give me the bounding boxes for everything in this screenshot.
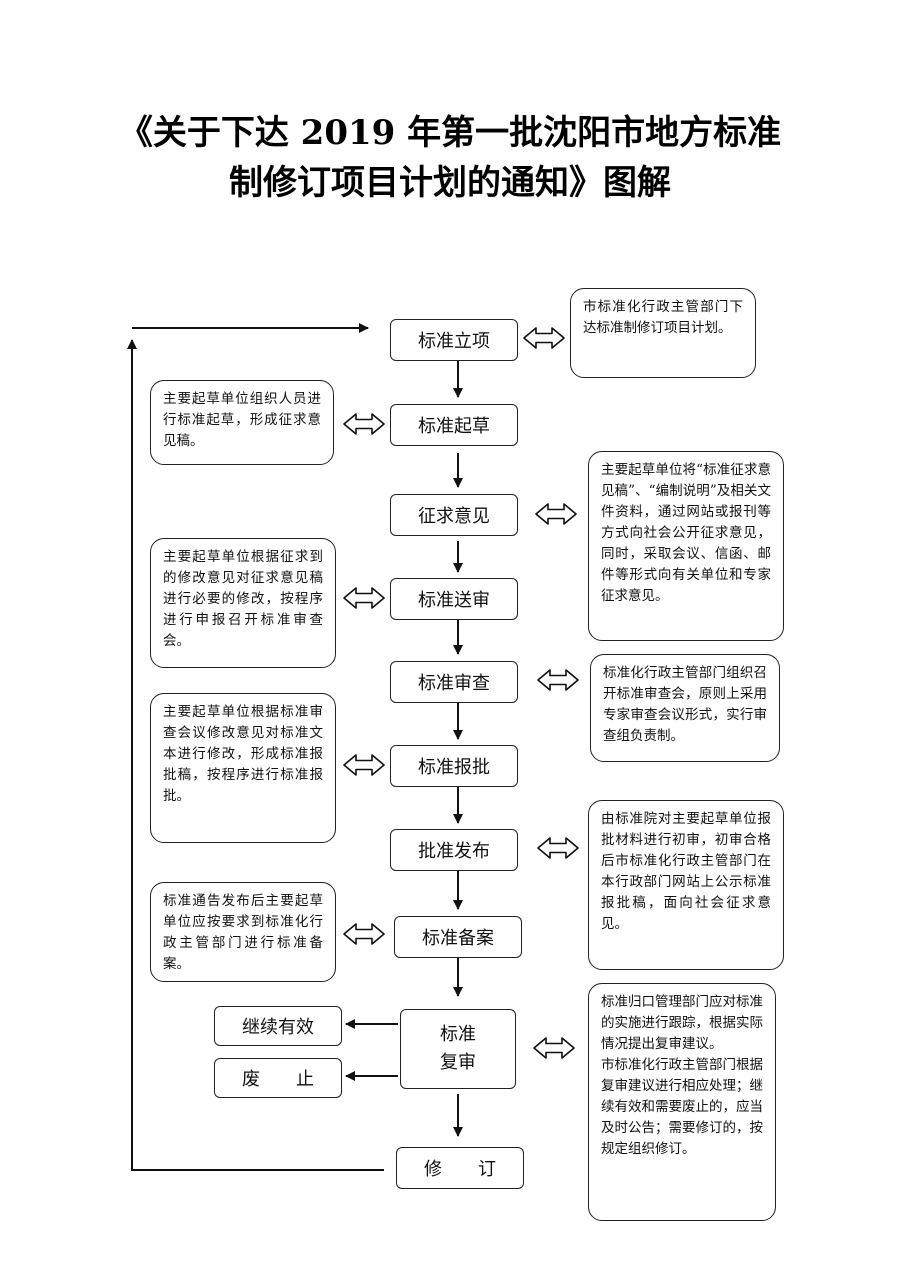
note-fabu: 由标准院对主要起草单位报批材料进行初审，初审合格后市标准化行政主管部门在本行政部… — [588, 800, 784, 970]
stage-fushen-line2: 复审 — [440, 1052, 476, 1073]
note-shencha: 标准化行政主管部门组织召开标准审查会，原则上采用专家审查会议形式，实行审查组负责… — [590, 654, 780, 762]
double-arrow-qicao — [343, 413, 385, 435]
diagram-title-line2: 制修订项目计划的通知》图解 — [229, 163, 671, 203]
note-zhengqiu: 主要起草单位将“标准征求意见稿”、“编制说明”及相关文件资料，通过网站或报刊等方… — [588, 451, 784, 641]
double-arrow-baopi — [343, 754, 385, 776]
double-arrow-fabu — [537, 837, 579, 859]
double-arrow-songshen — [343, 587, 385, 609]
stage-shencha: 标准审查 — [390, 661, 518, 703]
double-arrow-shencha — [537, 669, 579, 691]
stage-qicao: 标准起草 — [390, 404, 518, 446]
stage-songshen: 标准送审 — [390, 578, 518, 620]
stage-fushen: 标准 复审 — [400, 1009, 516, 1089]
double-arrow-fushen — [533, 1037, 575, 1059]
note-fushen: 标准归口管理部门应对标准的实施进行跟踪，根据实际情况提出复审建议。 市标准化行政… — [588, 983, 776, 1221]
note-lixiang: 市标准化行政主管部门下达标准制修订项目计划。 — [570, 288, 756, 378]
stage-fabu: 批准发布 — [390, 829, 518, 871]
stage-baopi: 标准报批 — [390, 745, 518, 787]
diagram-title-line1: 《关于下达 2019 年第一批沈阳市地方标准 — [118, 113, 782, 153]
outcome-feizhi: 废 止 — [214, 1058, 342, 1098]
stage-fushen-line1: 标准 — [440, 1024, 476, 1045]
note-baopi: 主要起草单位根据标准审查会议修改意见对标准文本进行修改，形成标准报批稿，按程序进… — [150, 693, 336, 843]
stage-xiuding: 修 订 — [396, 1147, 524, 1189]
stage-beian: 标准备案 — [394, 916, 522, 958]
outcome-jixu: 继续有效 — [214, 1006, 342, 1046]
note-beian: 标准通告发布后主要起草单位应按要求到标准化行政主管部门进行标准备案。 — [150, 882, 336, 982]
double-arrow-beian — [343, 923, 385, 945]
stage-zhengqiu: 征求意见 — [390, 494, 518, 536]
double-arrow-zhengqiu — [535, 503, 577, 525]
note-songshen: 主要起草单位根据征求到的修改意见对征求意见稿进行必要的修改，按程序进行申报召开标… — [150, 538, 336, 668]
note-qicao: 主要起草单位组织人员进行标准起草，形成征求意见稿。 — [150, 380, 334, 465]
double-arrow-lixiang — [523, 327, 565, 349]
stage-lixiang: 标准立项 — [390, 319, 518, 361]
